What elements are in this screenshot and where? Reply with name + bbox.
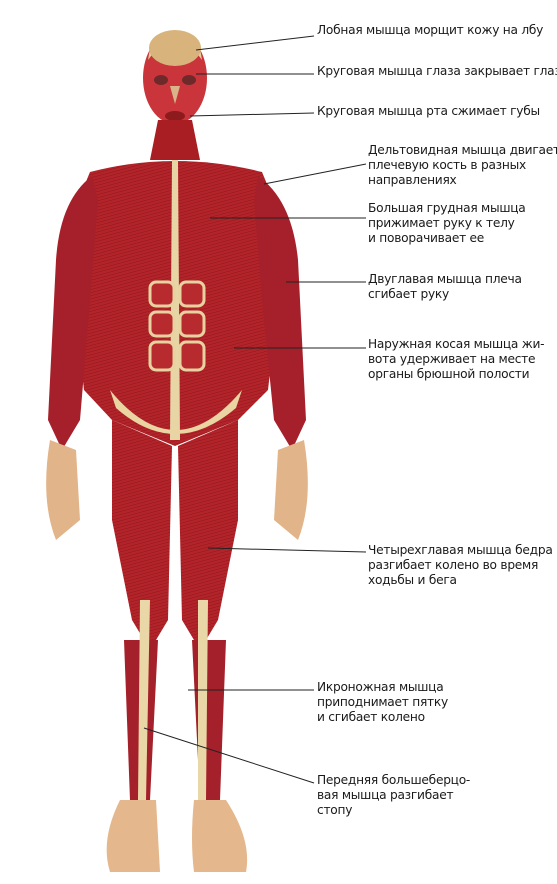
leader-line-orbicularis-oris [190,113,314,116]
label-biceps: Двуглавая мышца плеча сгибает руку [368,272,522,302]
label-frontalis: Лобная мышца морщит кожу на лбу [317,23,543,38]
label-line: Круговая мышца рта сжимает губы [317,104,540,119]
label-line: ходьбы и бега [368,573,553,588]
label-line: Дельтовидная мышца двигает [368,143,557,158]
legs [107,420,247,872]
label-orbicularis-oris: Круговая мышца рта сжимает губы [317,104,540,119]
leader-line-tibialis-anterior [144,728,314,783]
leader-line-frontalis [196,36,314,50]
label-external-oblique: Наружная косая мышца жи- вота удерживает… [368,337,544,382]
label-line: Передняя большеберцо- [317,773,470,788]
label-line: Двуглавая мышца плеча [368,272,522,287]
label-tibialis-anterior: Передняя большеберцо- вая мышца разгибае… [317,773,470,818]
label-line: стопу [317,803,470,818]
label-pectoralis: Большая грудная мышца прижимает руку к т… [368,201,526,246]
neck [150,120,200,160]
label-gastrocnemius: Икроножная мышца приподнимает пятку и сг… [317,680,448,725]
label-line: Икроножная мышца [317,680,448,695]
label-line: прижимает руку к телу [368,216,526,231]
leader-line-deltoid [264,164,366,184]
label-line: направлениях [368,173,557,188]
label-line: плечевую кость в разных [368,158,557,173]
label-line: вота удерживает на месте [368,352,544,367]
label-line: Наружная косая мышца жи- [368,337,544,352]
head [143,30,207,124]
label-line: и сгибает колено [317,710,448,725]
label-line: органы брюшной полости [368,367,544,382]
label-line: Круговая мышца глаза закрывает глаз [317,64,557,79]
label-orbicularis-oculi: Круговая мышца глаза закрывает глаз [317,64,557,79]
label-line: вая мышца разгибает [317,788,470,803]
label-line: Большая грудная мышца [368,201,526,216]
label-deltoid: Дельтовидная мышца двигает плечевую кост… [368,143,557,188]
label-line: Четырехглавая мышца бедра [368,543,553,558]
label-quadriceps: Четырехглавая мышца бедра разгибает коле… [368,543,553,588]
label-line: приподнимает пятку [317,695,448,710]
torso [66,160,286,446]
label-line: разгибает колено во время [368,558,553,573]
label-line: сгибает руку [368,287,522,302]
label-line: Лобная мышца морщит кожу на лбу [317,23,543,38]
label-line: и поворачивает ее [368,231,526,246]
